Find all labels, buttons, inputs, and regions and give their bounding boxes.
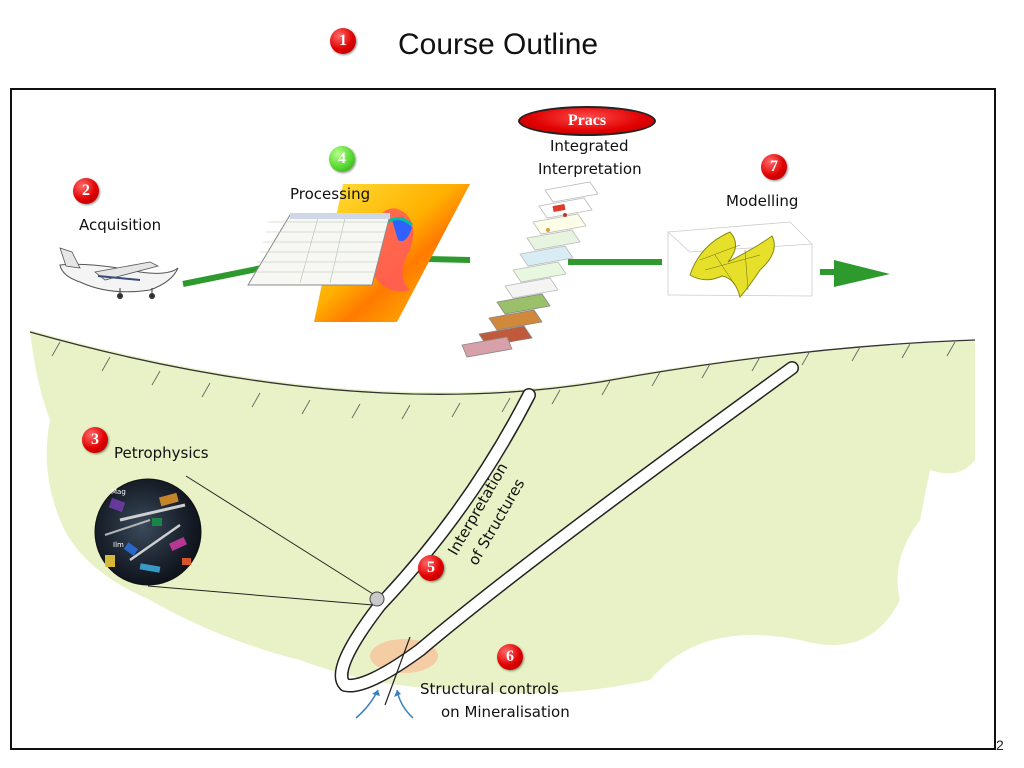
bottom-rule <box>10 748 996 750</box>
structures-number-badge: 5 <box>418 555 444 581</box>
petrophysics-label: Petrophysics <box>114 444 209 462</box>
processing-number-badge: 4 <box>329 146 355 172</box>
workflow-arrow <box>182 256 890 287</box>
page-number: 2 <box>996 737 1004 753</box>
acquisition-number-badge: 2 <box>73 178 99 204</box>
arrow-head <box>834 260 890 287</box>
thin-section-ilm-label: Ilm <box>113 541 124 549</box>
petrophysics-number-badge: 3 <box>82 427 108 453</box>
diagram-frame <box>10 88 996 750</box>
title-row: 1 Course Outline <box>0 22 1024 72</box>
airplane-icon <box>59 247 179 299</box>
mineralisation-label-line2: on Mineralisation <box>441 703 570 721</box>
integrated-label-line1: Integrated <box>550 137 629 155</box>
modelling-label: Modelling <box>726 192 799 210</box>
callout-line-top <box>185 475 374 595</box>
ground-surface-line <box>29 331 976 395</box>
thin-section-mag-label: Mag <box>111 488 126 496</box>
integrated-label-line2: Interpretation <box>538 160 642 178</box>
mineralisation-label-line1: Structural controls <box>420 680 559 698</box>
thin-section-image <box>94 478 202 586</box>
fault-line <box>384 636 411 706</box>
processing-label: Processing <box>290 185 371 203</box>
mineralisation-number-badge: 6 <box>497 644 523 670</box>
page-title: Course Outline <box>398 28 599 61</box>
ground-body <box>30 330 975 694</box>
sample-point <box>369 591 385 607</box>
pracs-badge: Pracs <box>518 106 656 136</box>
map-stack-image <box>461 181 599 358</box>
drillhole-icon <box>334 361 799 693</box>
acquisition-label: Acquisition <box>79 216 162 234</box>
title-number-badge: 1 <box>330 28 356 54</box>
modelling-number-badge: 7 <box>761 154 787 180</box>
processing-image <box>247 184 470 322</box>
callout-line-bottom <box>147 585 374 606</box>
3d-model-image <box>667 221 813 299</box>
surface-hatching <box>51 341 956 420</box>
